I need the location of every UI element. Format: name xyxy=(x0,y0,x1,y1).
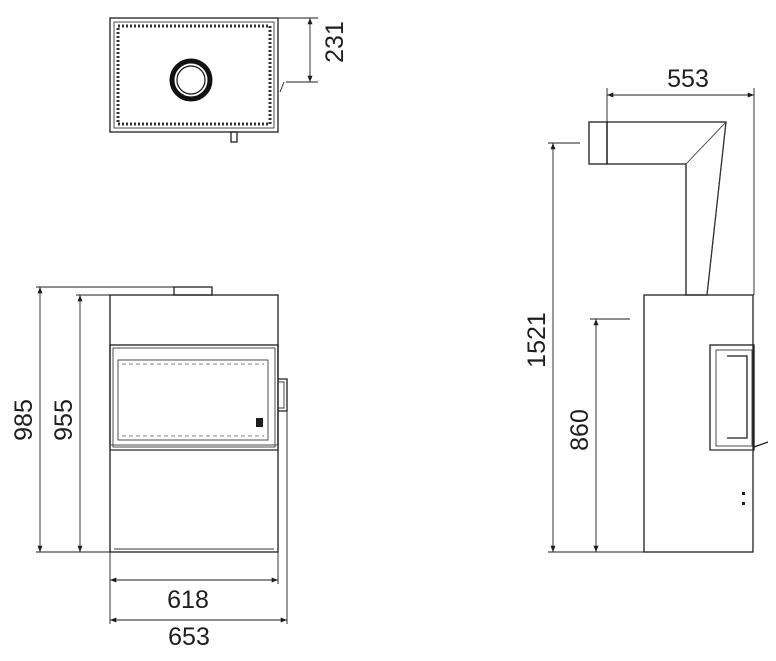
front-door-glass xyxy=(117,359,269,441)
side-view: 553 1521 860 xyxy=(523,65,769,553)
side-door-glass-bracket xyxy=(727,355,748,439)
front-door-frame xyxy=(109,344,279,451)
side-mark-2 xyxy=(742,502,745,505)
top-view: 231 xyxy=(109,17,349,143)
dim-door-height: 860 xyxy=(566,409,594,451)
front-door-bottom-rail xyxy=(109,444,279,451)
side-door-handle xyxy=(753,441,769,448)
top-view-handle xyxy=(230,131,238,143)
front-view-outline xyxy=(109,294,279,553)
dim-outer-width: 653 xyxy=(168,623,210,651)
dim-inner-width: 618 xyxy=(167,586,209,614)
side-pipe-elbow xyxy=(606,121,727,296)
side-pipe-vertical-right xyxy=(706,121,727,296)
top-view-perforation xyxy=(116,24,272,126)
top-view-outline xyxy=(109,17,279,133)
side-pipe-elbow-crease xyxy=(685,121,727,165)
dim-total-height-inner: 955 xyxy=(50,399,78,441)
front-view-flue-collar xyxy=(173,286,213,296)
front-door-label-icon xyxy=(256,418,263,427)
dim-side-pipe-width: 553 xyxy=(667,65,709,93)
side-mark-1 xyxy=(742,492,745,495)
side-view-body xyxy=(643,294,754,553)
front-view: 985 955 618 653 xyxy=(10,286,288,651)
dim-231-leader xyxy=(279,81,285,93)
side-pipe-collar xyxy=(588,121,608,165)
side-door-inner xyxy=(715,349,753,447)
dim-total-height-outer: 985 xyxy=(10,399,38,441)
top-view-inner-outline xyxy=(113,21,275,129)
front-door-frame-inner xyxy=(112,347,276,448)
front-door-handle xyxy=(278,378,288,412)
flue-outlet-circle xyxy=(169,58,213,102)
dim-total-height-with-pipe: 1521 xyxy=(523,312,551,368)
flue-outlet-inner-circle xyxy=(176,65,206,95)
front-door-handle-inner xyxy=(278,381,285,409)
dim-top-depth: 231 xyxy=(321,21,349,63)
